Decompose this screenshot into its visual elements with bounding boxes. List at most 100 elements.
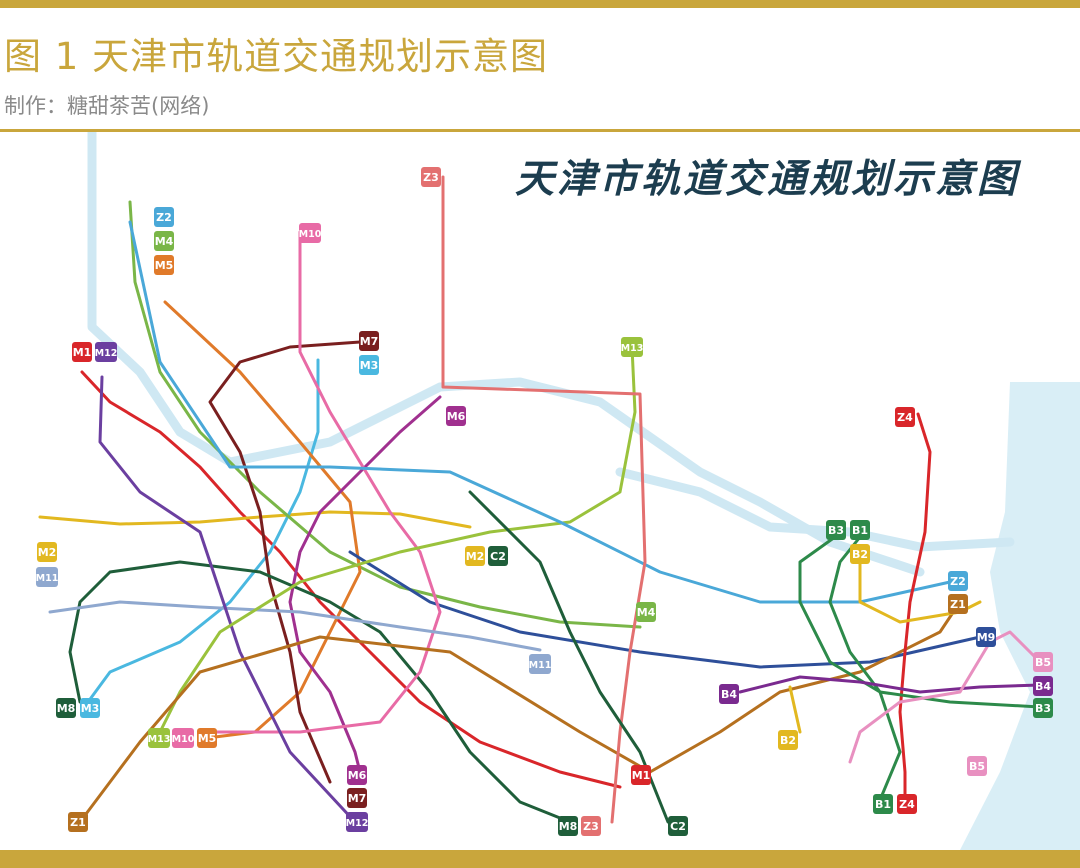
line-m4	[128, 200, 642, 629]
line-badge-z2: Z2	[948, 571, 968, 591]
line-badge-box	[347, 765, 367, 785]
line-badge-b2: B2	[850, 544, 870, 564]
line-badge-m7: M7	[347, 788, 367, 808]
figure-credit: 制作：糖甜茶苦(网络)	[4, 94, 210, 118]
line-badge-c2: C2	[668, 816, 688, 836]
line-badge-z4: Z4	[897, 794, 917, 814]
line-badge-box	[347, 788, 367, 808]
sea-area	[960, 382, 1080, 850]
line-badge-m6: M6	[347, 765, 367, 785]
line-badge-b5: B5	[1033, 652, 1053, 672]
line-badge-box	[197, 728, 217, 748]
line-badge-box	[488, 546, 508, 566]
line-badge-label: B3	[1035, 702, 1051, 715]
line-badge-box	[421, 167, 441, 187]
line-badge-m4: M4	[154, 231, 174, 251]
line-badge-box	[68, 812, 88, 832]
line-badge-label: B5	[1035, 656, 1051, 669]
line-badge-label: M5	[155, 259, 174, 272]
line-badge-label: M5	[198, 732, 217, 745]
line-z2	[128, 220, 952, 604]
line-badge-label: M11	[529, 660, 552, 671]
line-badge-z2: Z2	[154, 207, 174, 227]
line-badge-m12: M12	[95, 342, 117, 362]
line-m13	[158, 345, 637, 734]
line-badge-box	[631, 765, 651, 785]
line-badge-box	[529, 654, 551, 674]
line-badge-b1: B1	[873, 794, 893, 814]
line-badge-label: M7	[360, 335, 379, 348]
line-badge-label: Z3	[583, 820, 599, 833]
rivers	[87, 127, 1015, 577]
bottom-accent-bar	[0, 850, 1080, 868]
line-badge-box	[359, 355, 379, 375]
line-badge-m2: M2	[37, 542, 57, 562]
metro-lines	[38, 175, 1042, 824]
line-badge-box	[154, 207, 174, 227]
line-badge-box	[95, 342, 117, 362]
line-badge-label: M1	[73, 346, 92, 359]
title-rule	[0, 129, 1080, 132]
line-badge-m11: M11	[529, 654, 552, 674]
line-badge-b1: B1	[850, 520, 870, 540]
line-badge-b2: B2	[778, 730, 798, 750]
line-badge-box	[850, 520, 870, 540]
river-haihe	[225, 377, 925, 577]
line-badge-box	[359, 331, 379, 351]
line-badge-m5: M5	[154, 255, 174, 275]
line-badge-z1: Z1	[948, 594, 968, 614]
line-m9	[348, 550, 982, 669]
line-badge-label: M4	[155, 235, 174, 248]
line-z4	[898, 412, 932, 802]
line-badge-m9: M9	[976, 627, 996, 647]
line-badge-c2: C2	[488, 546, 508, 566]
line-m1	[80, 370, 622, 789]
river-north	[87, 127, 235, 467]
line-b3	[798, 535, 1042, 709]
line-badge-box	[148, 728, 170, 748]
line-badge-box	[346, 812, 368, 832]
line-badge-box	[172, 728, 194, 748]
line-badge-box	[299, 223, 321, 243]
line-badge-label: M2	[466, 550, 485, 563]
line-badge-box	[154, 231, 174, 251]
line-badge-label: M4	[637, 606, 656, 619]
line-badge-label: M13	[148, 734, 171, 745]
line-badge-b3: B3	[826, 520, 846, 540]
line-badge-m7: M7	[359, 331, 379, 351]
line-badge-label: M1	[632, 769, 651, 782]
line-badge-box	[56, 698, 76, 718]
line-badge-label: B5	[969, 760, 985, 773]
line-badge-label: M10	[299, 229, 322, 240]
line-badge-label: B1	[852, 524, 868, 537]
line-badge-m3: M3	[80, 698, 100, 718]
line-badge-box	[948, 594, 968, 614]
line-badge-label: B3	[828, 524, 844, 537]
line-badge-box	[581, 816, 601, 836]
top-accent-bar	[0, 0, 1080, 8]
line-badge-m1: M1	[631, 765, 651, 785]
line-badge-m1: M1	[72, 342, 92, 362]
line-badge-m11: M11	[36, 567, 58, 587]
line-badge-m3: M3	[359, 355, 379, 375]
line-badge-label: Z3	[423, 171, 439, 184]
figure-title: 图 1 天津市轨道交通规划示意图	[4, 35, 549, 78]
line-m5	[163, 300, 362, 739]
line-badge-box	[719, 684, 739, 704]
line-badge-b3: B3	[1033, 698, 1053, 718]
line-b1	[828, 535, 902, 802]
line-badge-label: M6	[447, 410, 466, 423]
line-m10	[213, 230, 442, 734]
line-badge-box	[976, 627, 996, 647]
line-badge-box	[778, 730, 798, 750]
line-badge-box	[948, 571, 968, 591]
line-badge-label: M8	[57, 702, 76, 715]
line-m8	[68, 560, 572, 824]
line-badge-label: M7	[348, 792, 367, 805]
river-east	[615, 467, 1015, 552]
line-badge-b4: B4	[1033, 676, 1053, 696]
line-badge-label: M2	[38, 546, 57, 559]
